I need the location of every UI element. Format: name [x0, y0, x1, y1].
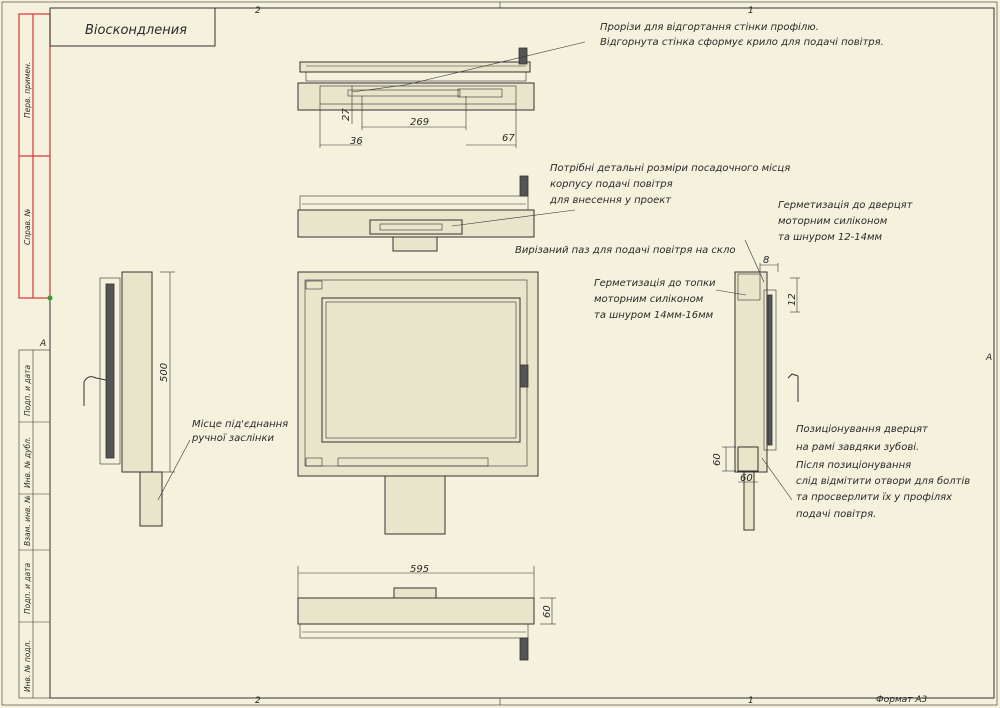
note-door-seal-2: моторним силіконом — [778, 215, 888, 227]
right-side-view — [722, 263, 800, 531]
note-pos-3: Після позиціонування — [796, 459, 911, 471]
note-damper-2: ручної заслінки — [191, 432, 274, 444]
dim-36: 36 — [350, 136, 363, 147]
note-pos-4: слід відмітити отвори для болтів — [796, 475, 970, 487]
stamp-vzam-inv: Взам. инв. № — [23, 495, 32, 546]
zone-top-left: 2 — [255, 6, 261, 16]
zone-bottom-left: 2 — [255, 696, 261, 706]
zone-top-right: 1 — [748, 6, 754, 16]
dim-12: 12 — [787, 293, 798, 306]
title-block-text: Віоскондления — [85, 23, 187, 38]
note-pos-1: Позиціонування дверцят — [796, 423, 929, 435]
front-view — [297, 271, 539, 535]
zone-side-right: A — [985, 353, 992, 363]
note-slots-1: Прорізи для відгортання стінки профілю. — [600, 21, 819, 33]
note-dims-1: Потрібні детальні розміри посадочного мі… — [550, 162, 790, 174]
format-label: Формат А3 — [876, 695, 928, 705]
note-glass-groove: Вирізаний паз для подачі повітря на скло — [515, 244, 735, 256]
note-pos-5: та просверлити їх у профілях — [796, 491, 952, 503]
top-view — [297, 47, 535, 148]
title-block — [49, 7, 216, 47]
note-door-seal-1: Герметизація до дверцят — [778, 199, 914, 211]
note-damper-1: Місце під'єднання — [192, 418, 288, 430]
note-furnace-seal-2: моторним силіконом — [594, 293, 704, 305]
stamp-inv-dubl: Инв. № дубл. — [23, 437, 32, 488]
zone-bottom-right: 1 — [748, 696, 754, 706]
stamp-sprav-no: Справ. № — [23, 208, 32, 245]
stamp-podp-data-2: Подп. и дата — [23, 563, 32, 614]
stamp-podp-data-1: Подп. и дата — [23, 365, 32, 416]
dim-595: 595 — [410, 564, 429, 575]
note-pos-6: подачі повітря. — [796, 508, 876, 520]
note-slots-2: Відгорнута стінка сформує крило для пода… — [600, 36, 884, 48]
note-pos-2: на рамі завдяки зубові. — [796, 441, 919, 453]
section-view-upper — [297, 175, 535, 252]
dim-67: 67 — [502, 133, 515, 144]
dim-60-vert: 60 — [712, 453, 723, 466]
dim-8: 8 — [763, 255, 769, 266]
dim-500: 500 — [159, 363, 170, 382]
dim-27: 27 — [341, 108, 352, 121]
left-stamp-column: Перв. примен. Справ. № Подп. и дата Инв.… — [18, 13, 53, 699]
note-furnace-seal-1: Герметизація до топки — [594, 277, 716, 289]
left-side-view — [83, 271, 175, 527]
dim-269: 269 — [410, 117, 429, 128]
dim-60-horiz: 60 — [740, 473, 753, 484]
note-door-seal-3: та шнуром 12-14мм — [778, 232, 883, 243]
stamp-perv-primen: Перв. примен. — [23, 62, 32, 118]
bottom-view — [297, 566, 556, 661]
note-furnace-seal-3: та шнуром 14мм-16мм — [594, 310, 714, 321]
stamp-inv-podl: Инв. № подл. — [23, 640, 32, 692]
note-dims-2: корпусу подачі повітря — [550, 178, 673, 190]
dim-60-bottom: 60 — [542, 605, 553, 618]
note-dims-3: для внесення у проект — [549, 195, 672, 206]
zone-side-left: A — [39, 339, 46, 349]
